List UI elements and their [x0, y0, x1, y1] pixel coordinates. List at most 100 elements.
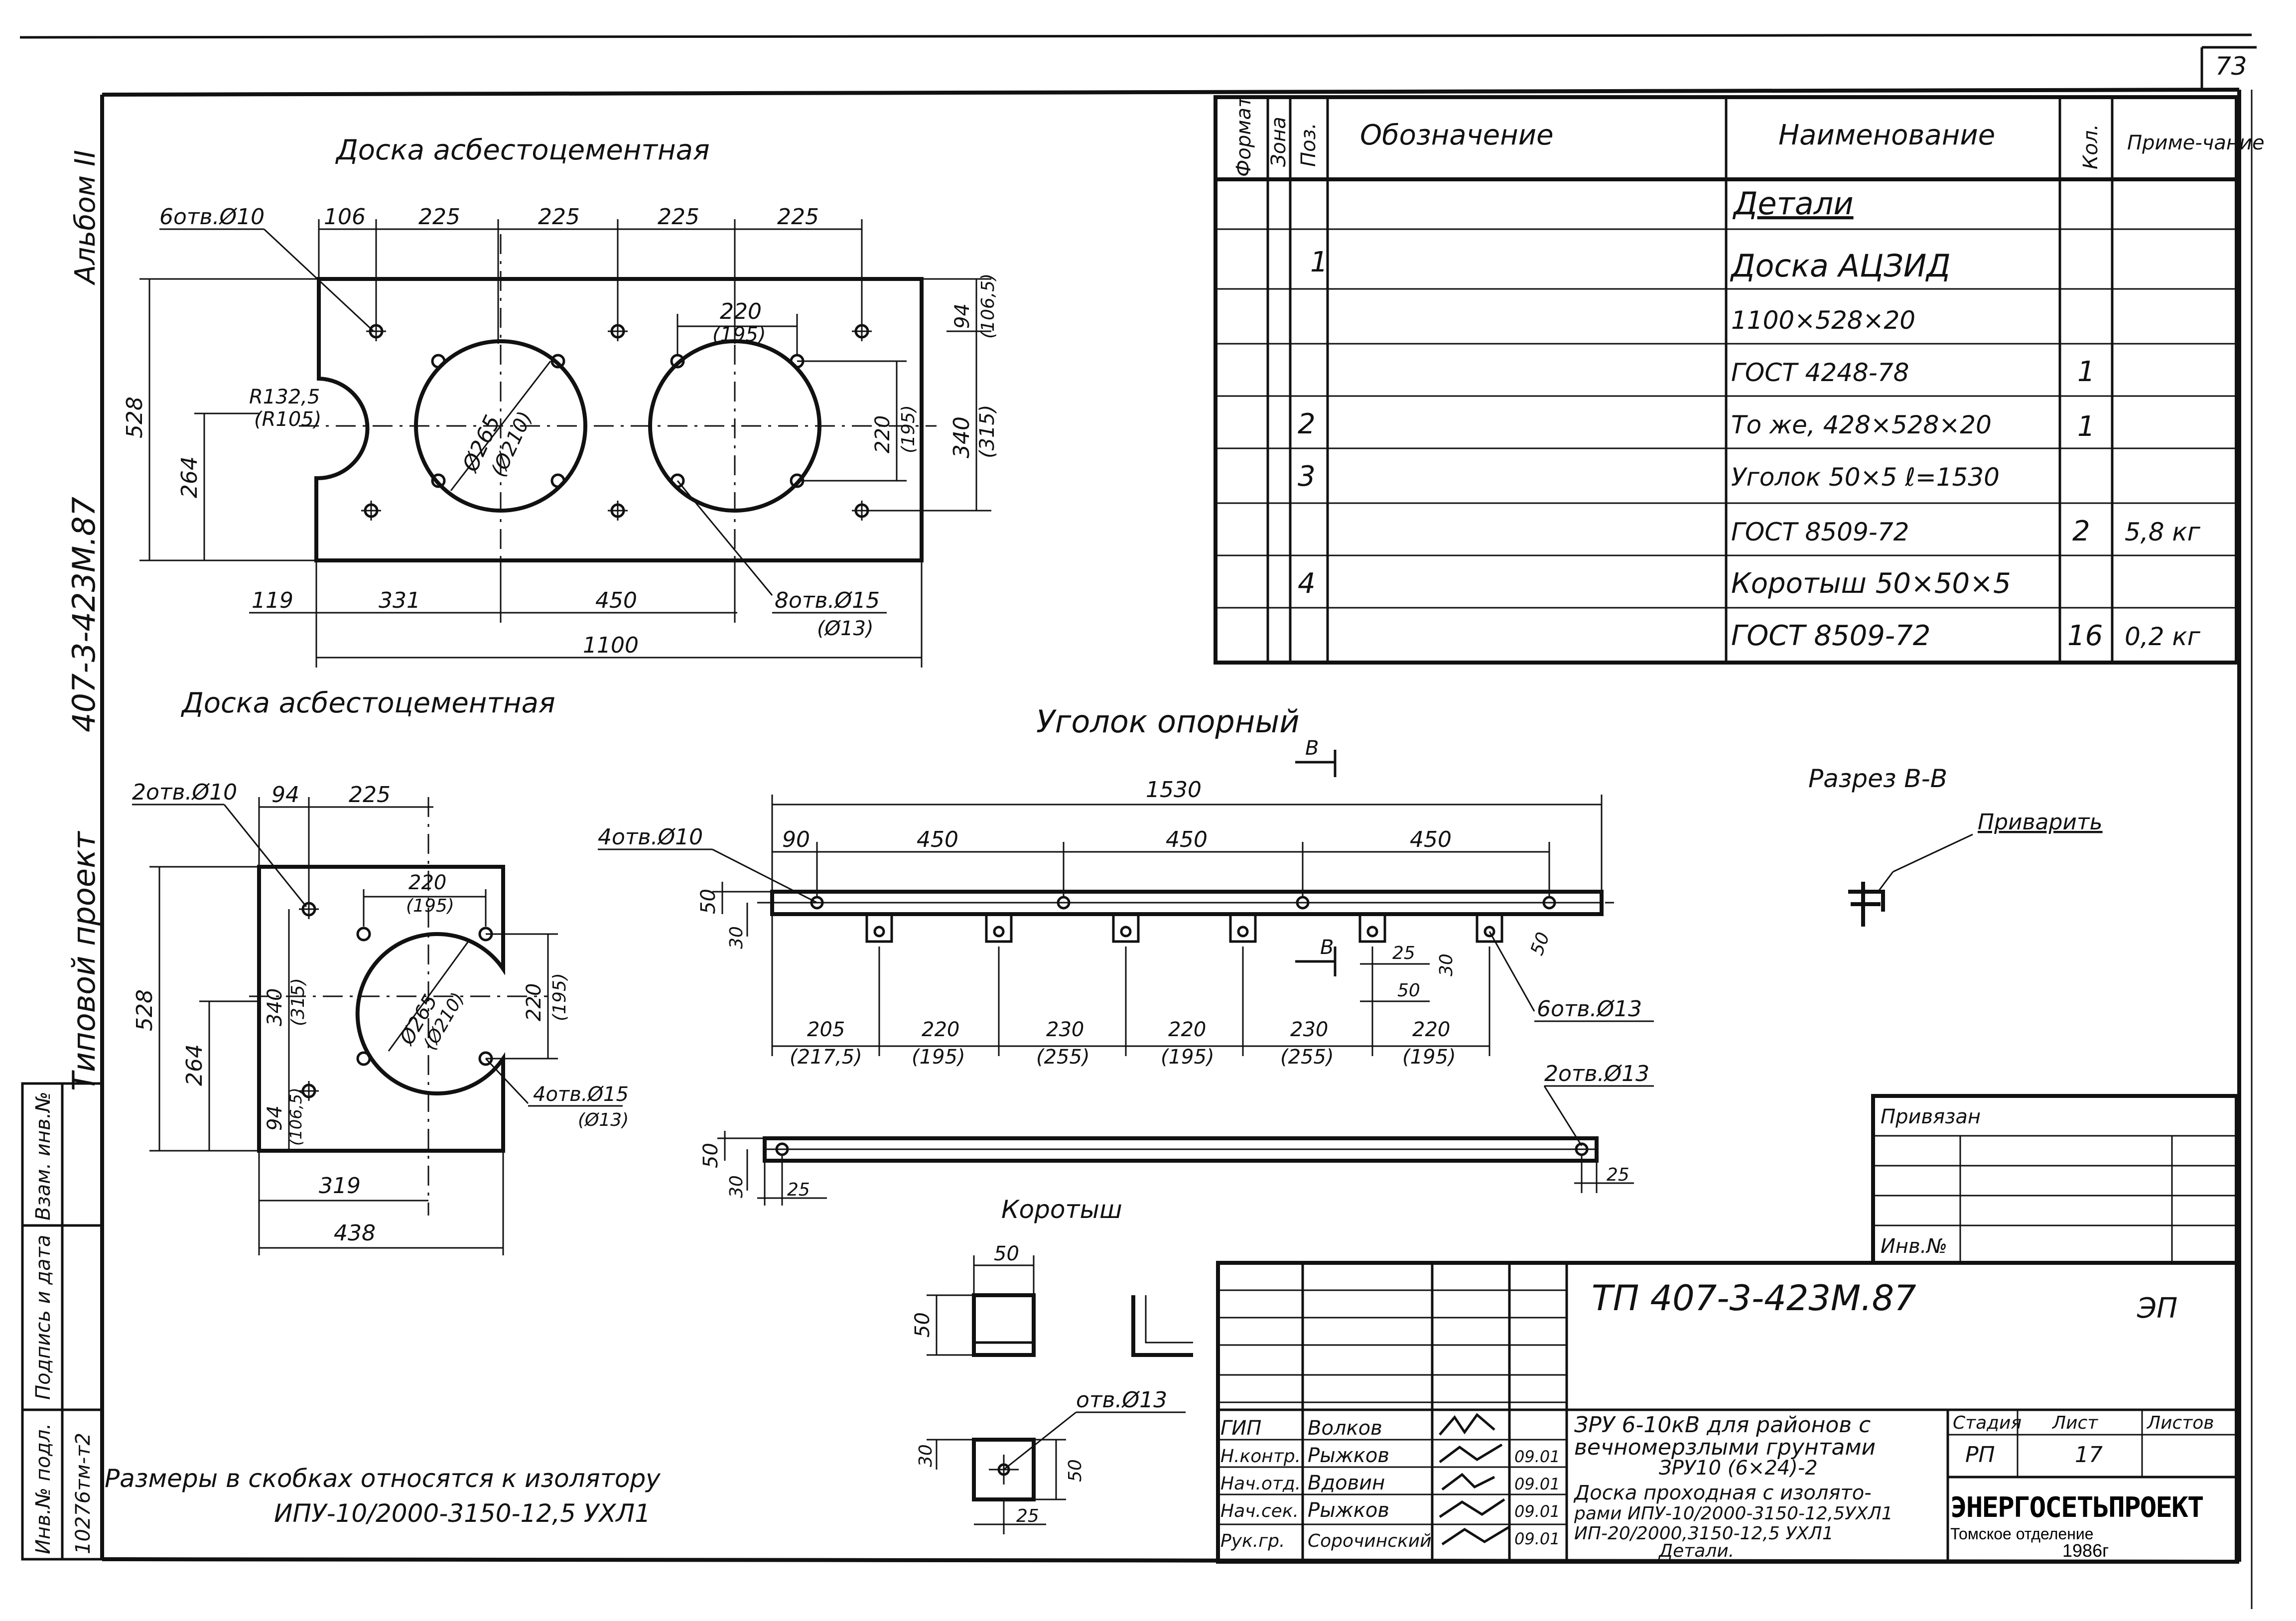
- board2-height: 528: [132, 989, 157, 1031]
- board1-dim-right: (315): [976, 405, 999, 458]
- staff-name: Рыжков: [1308, 1499, 1389, 1522]
- board1-holes-small-label: 6отв.Ø10: [159, 204, 265, 230]
- title-type: ЭП: [2137, 1292, 2177, 1325]
- header-note: Приме-чание: [2127, 132, 2265, 154]
- board1-title: Доска асбестоцементная: [335, 134, 710, 166]
- angle-detail-dim: 50: [1527, 930, 1554, 958]
- staff-name: Волков: [1308, 1417, 1382, 1440]
- angle-dim-bottom: 205: [807, 1018, 845, 1041]
- angle-dim-bottom-alt: (255): [1036, 1046, 1090, 1069]
- staff-row: Рук.гр. Сорочинский 09.01: [1220, 1525, 1560, 1551]
- board1-dim-top: 225: [538, 204, 580, 230]
- org-name: ЭНЕРГОСЕТЬПРОЕКТ: [1950, 1491, 2203, 1524]
- svg-text:1: 1: [2077, 356, 2095, 388]
- section-title: Разрез В-В: [1808, 764, 1947, 793]
- table-row: ГОСТ 8509-72 16 0,2 кг: [1731, 620, 2201, 652]
- sign-date-label: Подпись и дата: [32, 1235, 55, 1400]
- left-margin-labels: Альбом II 407-3-423М.87 Типовой проект В…: [21, 150, 104, 1561]
- angle-dim-bottom-alt: (217,5): [790, 1046, 862, 1069]
- staff-row: Н.контр. Рыжков 09.01: [1220, 1443, 1560, 1467]
- angle-height: 50: [697, 889, 720, 914]
- board1-dim-bottom: 450: [595, 588, 637, 613]
- detail-dim-top: 50: [911, 1312, 934, 1338]
- svg-text:ГОСТ 4248-78: ГОСТ 4248-78: [1731, 358, 1909, 387]
- table-row: 1100×528×20: [1731, 306, 1915, 335]
- angle-dim-bottom: 220: [1168, 1018, 1206, 1041]
- board2-dim-bottom: 319: [319, 1173, 361, 1199]
- org-year: 1986г: [2062, 1540, 2109, 1561]
- svg-text:Доска АЦЗИД: Доска АЦЗИД: [1730, 248, 1951, 284]
- staff-signature: [1439, 1413, 1495, 1436]
- board1-dim-right: (195): [898, 405, 919, 453]
- angle-dim-bottom-alt: (195): [1161, 1046, 1215, 1069]
- svg-text:1: 1: [2077, 410, 2095, 443]
- drawing-board-1: Доска асбестоцементная: [122, 134, 999, 668]
- board2-holes: [299, 899, 493, 1101]
- board1-dim-right: (106,5): [978, 273, 998, 339]
- svg-text:То же, 428×528×20: То же, 428×528×20: [1731, 410, 1992, 439]
- privyazan-label: Привязан: [1881, 1105, 1981, 1128]
- detail-dim-bottom: 30: [916, 1444, 936, 1467]
- angle-detail-dim: 50: [1397, 980, 1420, 1001]
- board2-bolt-spacing: 220: [408, 871, 446, 894]
- board2-half-height: 264: [182, 1044, 207, 1086]
- footnote-line2: ИПУ-10/2000-3150-12,5 УХЛ1: [274, 1499, 651, 1528]
- privyazan-block: Привязан Инв.№: [1871, 1094, 2239, 1265]
- privyazan-inv-label: Инв.№: [1881, 1235, 1947, 1258]
- angle-pieces: [865, 913, 1503, 943]
- staff-date: 09.01: [1514, 1529, 1560, 1548]
- angle-dim-bottom: 230: [1046, 1018, 1084, 1041]
- title-description: ЗРУ 6-10кВ для районов с: [1574, 1412, 1871, 1438]
- detail-dim-bottom: 50: [1065, 1459, 1085, 1482]
- section-title-details: Детали: [1732, 185, 1854, 222]
- board2-holes-large-alt: (Ø13): [578, 1110, 629, 1130]
- detail-dim-top: 50: [994, 1242, 1019, 1265]
- title-block: ТП 407-3-423М.87 ЭП ГИП Волков Н.контр. …: [1216, 1261, 2239, 1564]
- title-description: ЗРУ10 (6×24)-2: [1659, 1457, 1818, 1480]
- korotysh-title: Коротыш: [1001, 1195, 1122, 1224]
- svg-text:1: 1: [1310, 246, 1328, 278]
- svg-text:0,2 кг: 0,2 кг: [2125, 622, 2201, 651]
- svg-text:5,8 кг: 5,8 кг: [2125, 518, 2201, 546]
- board1-dim-top: 225: [658, 204, 699, 230]
- table-row: 3 Уголок 50×5 ℓ=1530: [1298, 460, 2000, 493]
- header-qty: Кол.: [2079, 124, 2102, 169]
- table-row: ГОСТ 8509-72 2 5,8 кг: [1731, 515, 2201, 547]
- board2-dim-right: (195): [549, 973, 570, 1021]
- board2-title: Доска асбестоцементная: [180, 687, 555, 719]
- angle-dim-bottom: 230: [1290, 1018, 1328, 1041]
- angle-dim-bottom: 220: [922, 1018, 959, 1041]
- board1-bolt-spacing: 220: [720, 299, 762, 324]
- board1-dim-top: 225: [418, 204, 460, 230]
- board1-dim-top: 225: [777, 204, 819, 230]
- staff-signature: [1439, 1443, 1503, 1463]
- header-name: Наименование: [1778, 119, 1995, 151]
- angle-dim-bottom: 220: [1412, 1018, 1450, 1041]
- drawing-korotysh: 50 30 25 25 2отв.Ø13 Коротыш: [699, 1061, 1654, 1224]
- board1-radius-alt: (R105): [254, 408, 321, 431]
- table-row: 2 То же, 428×528×20 1: [1298, 408, 2095, 443]
- sheet-title: ИП-20/2000,3150-12,5 УХЛ1: [1574, 1523, 1834, 1544]
- board2-dim-left: (315): [288, 978, 308, 1026]
- svg-text:ГОСТ 8509-72: ГОСТ 8509-72: [1731, 620, 1930, 652]
- title-code: ТП 407-3-423М.87: [1592, 1278, 1916, 1319]
- staff-date: 09.01: [1514, 1447, 1560, 1466]
- album-label: Альбом II: [69, 150, 102, 285]
- sheet-title: рами ИПУ-10/2000-3150-12,5УХЛ1: [1574, 1503, 1893, 1524]
- staff-row: ГИП Волков: [1220, 1413, 1495, 1440]
- section-bb: Разрез В-В Приварить: [1808, 764, 2103, 927]
- svg-text:2: 2: [2072, 515, 2090, 547]
- svg-text:2: 2: [1298, 408, 1316, 440]
- staff-row: Нач.отд. Вдовин 09.01: [1220, 1472, 1560, 1494]
- angle-bar-holes: [810, 896, 1556, 910]
- svg-text:ГОСТ 8509-72: ГОСТ 8509-72: [1731, 518, 1909, 546]
- korotysh-depth: 30: [726, 1175, 747, 1198]
- staff-signature: [1439, 1498, 1505, 1518]
- sheet-value: 17: [2075, 1442, 2103, 1468]
- staff-date: 09.01: [1514, 1502, 1560, 1521]
- footnote-line1: Размеры в скобках относятся к изолятору: [105, 1464, 661, 1493]
- board1-total-width: 1100: [583, 633, 639, 658]
- angle-dim-bottom-alt: (195): [1402, 1046, 1456, 1069]
- angle-holes-small-label: 4отв.Ø10: [598, 824, 703, 850]
- svg-text:Коротыш 50×50×5: Коротыш 50×50×5: [1731, 567, 2011, 600]
